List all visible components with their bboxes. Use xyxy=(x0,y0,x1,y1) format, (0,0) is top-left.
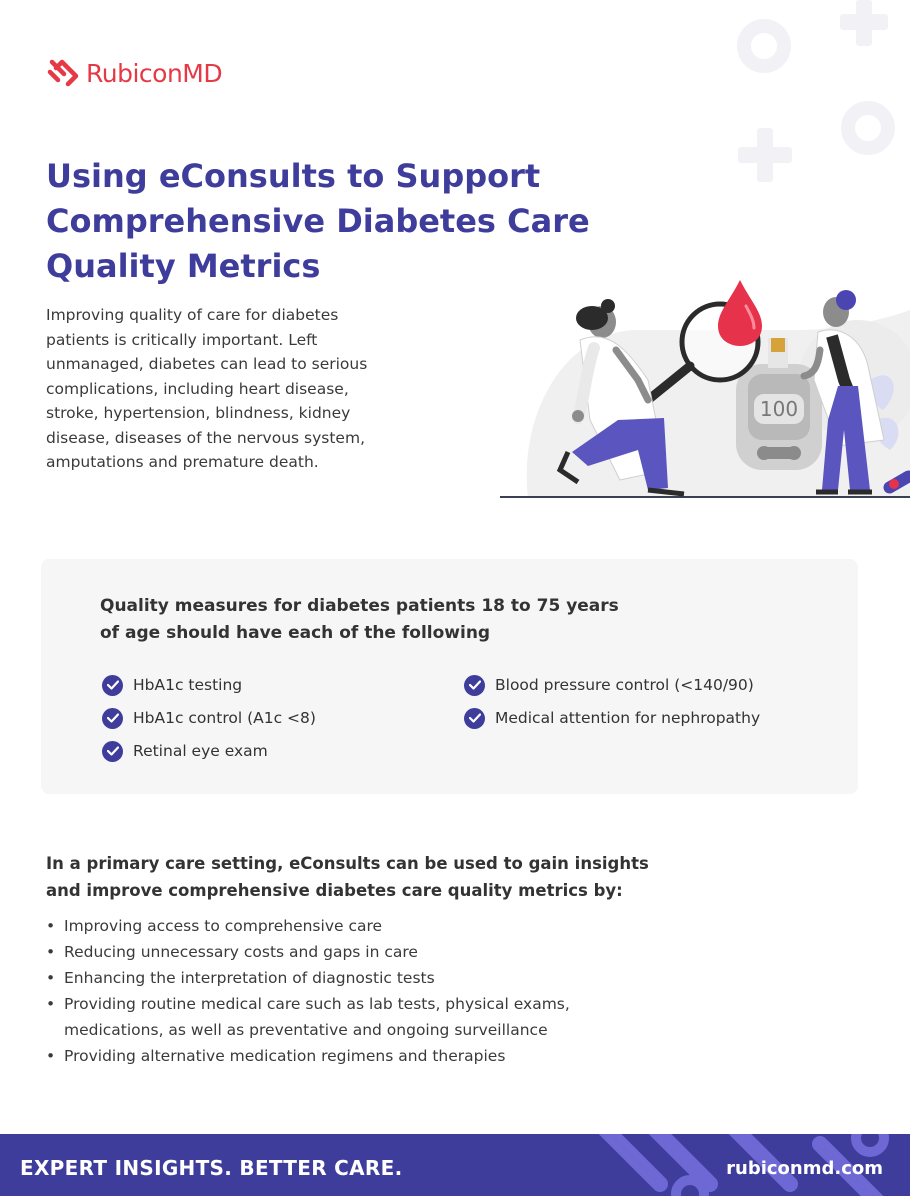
quality-measure-item: Retinal eye exam xyxy=(102,739,268,763)
footer-chain-pattern xyxy=(598,1134,889,1196)
title-line: Using eConsults to Support xyxy=(46,157,541,195)
list-item-text: Reducing unnecessary costs and gaps in c… xyxy=(64,943,418,961)
quality-measure-label: HbA1c testing xyxy=(133,676,243,694)
bullet-marker: • xyxy=(46,943,56,961)
quality-measure-label: HbA1c control (A1c <8) xyxy=(133,709,316,727)
quality-measure-label: Retinal eye exam xyxy=(133,742,268,760)
check-circle-icon xyxy=(464,707,485,729)
quality-measures-panel: Quality measures for diabetes patients 1… xyxy=(41,559,858,794)
insights-heading: In a primary care setting, eConsults can… xyxy=(46,854,649,900)
quality-measure-label: Medical attention for nephropathy xyxy=(495,709,761,727)
insights-list: •Improving access to comprehensive care … xyxy=(46,913,646,1069)
check-circle-icon xyxy=(102,674,123,696)
footer-banner: EXPERT INSIGHTS. BETTER CARE. rubiconmd.… xyxy=(0,1134,910,1196)
list-item: • Reducing unnecessary costs and gaps in … xyxy=(46,939,646,965)
quality-measure-item: Medical attention for nephropathy xyxy=(464,706,760,730)
list-item-text: Providing routine medical care such as l… xyxy=(64,995,570,1039)
check-circle-icon xyxy=(464,674,485,696)
quality-measure-item: HbA1c control (A1c <8) xyxy=(102,706,316,730)
list-item-text: Providing alternative medication regimen… xyxy=(64,1047,506,1065)
intro-paragraph: Improving quality of care for diabetes p… xyxy=(46,306,368,471)
list-item-text: Enhancing the interpretation of diagnost… xyxy=(64,969,435,987)
quality-measure-item: Blood pressure control (<140/90) xyxy=(464,673,754,697)
quality-measure-item: HbA1c testing xyxy=(102,673,242,697)
list-item: • Enhancing the interpretation of diagnos… xyxy=(46,965,646,991)
decorative-shapes xyxy=(737,0,895,182)
bullet-marker: • xyxy=(46,995,56,1013)
list-item: • Providing routine medical care such as … xyxy=(46,991,646,1043)
list-item: • Improving access to comprehensive care xyxy=(46,913,646,939)
rubicon-chain-icon xyxy=(47,59,79,87)
list-item-text: Improving access to comprehensive care xyxy=(64,917,383,935)
title-line: Comprehensive Diabetes Care xyxy=(46,202,590,240)
footer-tagline: EXPERT INSIGHTS. BETTER CARE. xyxy=(20,1156,403,1180)
page-title: Using eConsults to Support Comprehensive… xyxy=(46,154,606,289)
check-circle-icon xyxy=(102,707,123,729)
check-circle-icon xyxy=(102,740,123,762)
quality-measures-heading: Quality measures for diabetes patients 1… xyxy=(100,596,619,643)
list-item: • Providing alternative medication regime… xyxy=(46,1043,646,1069)
bullet-marker: • xyxy=(46,969,56,987)
brand-name: RubiconMD xyxy=(86,58,223,88)
brand-logo: RubiconMD xyxy=(46,58,223,88)
meter-reading: 100 xyxy=(760,397,798,421)
glucose-meter-doctors-illustration: 100 xyxy=(500,280,910,498)
title-line: Quality Metrics xyxy=(46,247,321,285)
footer-website-link[interactable]: rubiconmd.com xyxy=(726,1158,883,1179)
bullet-marker: • xyxy=(46,1047,56,1065)
bullet-marker: • xyxy=(46,917,56,935)
quality-measure-label: Blood pressure control (<140/90) xyxy=(495,676,754,694)
